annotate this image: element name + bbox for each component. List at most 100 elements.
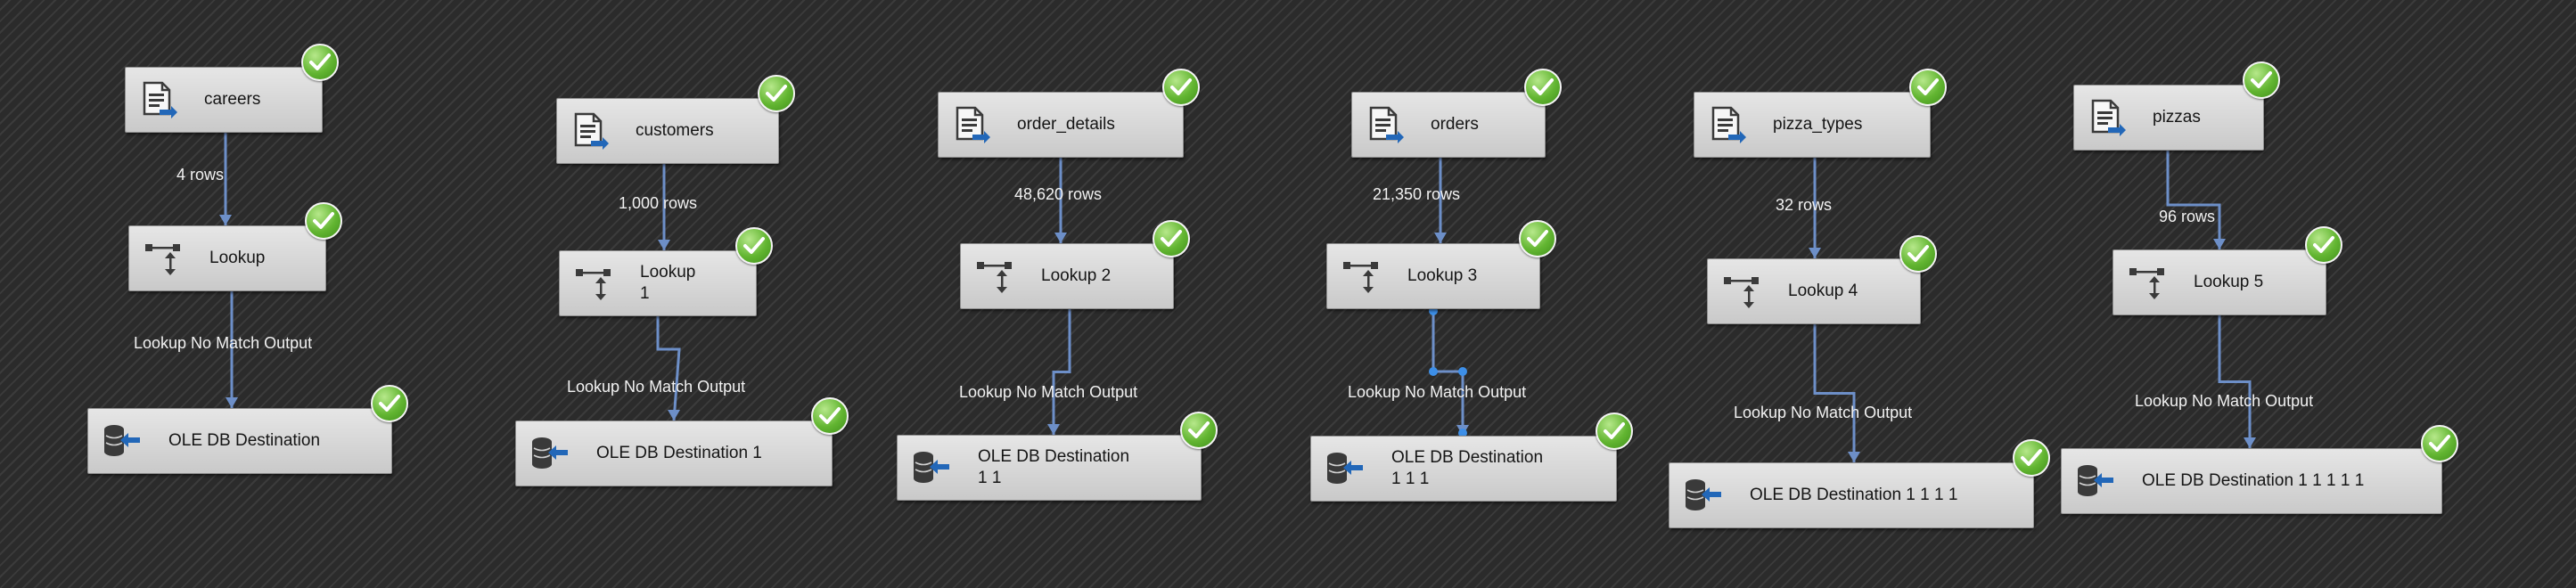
data-path-source-to-lookup-arrowhead bbox=[1434, 233, 1447, 243]
ole-db-destination-icon bbox=[912, 448, 951, 487]
lookup-transform-0[interactable]: Lookup bbox=[128, 225, 326, 291]
flat-file-source-4[interactable]: pizza_types bbox=[1694, 92, 1931, 158]
flat-file-source-0-label: careers bbox=[204, 89, 260, 110]
connector-handle[interactable] bbox=[1458, 429, 1467, 437]
success-check-icon bbox=[2243, 61, 2280, 99]
success-check-icon bbox=[2013, 439, 2050, 477]
no-match-output-label: Lookup No Match Output bbox=[1734, 404, 1913, 421]
success-check-icon bbox=[1162, 69, 1200, 106]
connector-handle[interactable] bbox=[1458, 367, 1467, 376]
flat-file-source-icon bbox=[1709, 105, 1748, 144]
lookup-transform-2[interactable]: Lookup 2 bbox=[960, 243, 1174, 309]
lookup-transform-3[interactable]: Lookup 3 bbox=[1326, 243, 1540, 309]
success-check-icon bbox=[811, 397, 849, 435]
success-check-icon bbox=[758, 75, 795, 112]
lookup-transform-3-label: Lookup 3 bbox=[1407, 265, 1477, 287]
lookup-transform-5[interactable]: Lookup 5 bbox=[2112, 249, 2326, 315]
data-path-source-to-lookup-arrowhead bbox=[2213, 239, 2226, 249]
success-check-icon bbox=[1519, 220, 1556, 257]
flat-file-source-icon bbox=[2088, 98, 2128, 137]
success-check-icon bbox=[371, 385, 408, 422]
data-path-lookup-to-destination-arrowhead bbox=[1848, 452, 1860, 462]
flat-file-source-2[interactable]: order_details bbox=[938, 92, 1184, 158]
data-path-lookup-to-destination-arrowhead bbox=[1047, 424, 1060, 435]
data-path-source-to-lookup[interactable] bbox=[2166, 151, 2221, 249]
data-path-source-to-lookup-arrowhead bbox=[1054, 233, 1067, 243]
row-count-label: 4 rows bbox=[176, 166, 225, 184]
lookup-transform-5-label: Lookup 5 bbox=[2194, 272, 2263, 293]
data-path-source-to-lookup-arrowhead bbox=[219, 215, 232, 225]
flat-file-source-5-label: pizzas bbox=[2153, 107, 2201, 128]
data-path-lookup-to-destination[interactable] bbox=[1052, 309, 1071, 435]
row-count-label: 96 rows bbox=[2159, 208, 2216, 225]
lookup-transform-1-label: Lookup 1 bbox=[640, 262, 695, 305]
ole-db-destination-5[interactable]: OLE DB Destination 1 1 1 1 1 bbox=[2061, 448, 2442, 514]
lookup-transform-1[interactable]: Lookup 1 bbox=[559, 250, 757, 316]
flat-file-source-0-label-text: careers bbox=[204, 90, 261, 109]
flat-file-source-icon bbox=[1366, 105, 1406, 144]
lookup-transform-4-label: Lookup 4 bbox=[1788, 281, 1858, 302]
ole-db-destination-4[interactable]: OLE DB Destination 1 1 1 1 bbox=[1669, 462, 2034, 528]
success-check-icon bbox=[1153, 220, 1190, 257]
flat-file-source-1[interactable]: customers bbox=[556, 98, 779, 164]
flat-file-source-0[interactable]: careers bbox=[125, 67, 323, 133]
ole-db-destination-4-label: OLE DB Destination 1 1 1 1 bbox=[1750, 485, 1957, 506]
ole-db-destination-icon bbox=[103, 421, 142, 461]
no-match-output-label: Lookup No Match Output bbox=[134, 334, 313, 352]
ole-db-destination-1[interactable]: OLE DB Destination 1 bbox=[515, 421, 833, 486]
ole-db-destination-2-label-line2: 1 1 bbox=[978, 469, 1002, 487]
ole-db-destination-icon bbox=[2076, 461, 2115, 501]
no-match-output-label: Lookup No Match Output bbox=[959, 383, 1138, 401]
flat-file-source-5-label-text: pizzas bbox=[2153, 108, 2201, 127]
success-check-icon bbox=[305, 202, 342, 240]
flat-file-source-3[interactable]: orders bbox=[1351, 92, 1546, 158]
data-path-lookup-to-destination[interactable] bbox=[2218, 315, 2252, 448]
success-check-icon bbox=[2305, 226, 2342, 264]
lookup-icon bbox=[144, 239, 183, 278]
row-count-label: 1,000 rows bbox=[619, 194, 698, 212]
ole-db-destination-0[interactable]: OLE DB Destination bbox=[87, 408, 392, 474]
success-check-icon bbox=[301, 44, 339, 81]
data-path-lookup-to-destination[interactable] bbox=[1813, 324, 1856, 462]
success-check-icon bbox=[1909, 69, 1947, 106]
flat-file-source-2-label: order_details bbox=[1017, 114, 1115, 135]
data-path-lookup-to-destination-arrowhead bbox=[2244, 437, 2256, 448]
success-check-icon bbox=[1524, 69, 1562, 106]
success-check-icon bbox=[1596, 412, 1633, 450]
no-match-output-label: Lookup No Match Output bbox=[567, 378, 746, 396]
flat-file-source-icon bbox=[140, 80, 179, 119]
data-path-lookup-to-destination[interactable] bbox=[1432, 309, 1464, 436]
ole-db-destination-5-label: OLE DB Destination 1 1 1 1 1 bbox=[2142, 470, 2364, 492]
flat-file-source-icon bbox=[571, 111, 611, 151]
lookup-transform-0-label: Lookup bbox=[209, 248, 265, 269]
lookup-transform-2-label-text: Lookup 2 bbox=[1041, 266, 1112, 285]
ole-db-destination-2-label-text: OLE DB Destination bbox=[978, 447, 1130, 466]
lookup-icon bbox=[1341, 257, 1381, 296]
connector-handle[interactable] bbox=[1429, 367, 1438, 376]
flat-file-source-4-label: pizza_types bbox=[1773, 114, 1862, 135]
ole-db-destination-3-label-text: OLE DB Destination bbox=[1391, 448, 1544, 467]
lookup-transform-2-label: Lookup 2 bbox=[1041, 265, 1111, 287]
row-count-label: 32 rows bbox=[1776, 196, 1833, 214]
flat-file-source-5[interactable]: pizzas bbox=[2073, 85, 2264, 151]
ole-db-destination-2[interactable]: OLE DB Destination 1 1 bbox=[897, 435, 1202, 501]
data-path-lookup-to-destination[interactable] bbox=[656, 316, 681, 421]
data-path-lookup-to-destination-arrowhead bbox=[668, 410, 680, 421]
ole-db-destination-icon bbox=[530, 434, 570, 473]
data-path-lookup-to-destination-arrowhead bbox=[226, 397, 238, 408]
lookup-transform-1-label-text: Lookup bbox=[640, 263, 696, 282]
no-match-output-label: Lookup No Match Output bbox=[1348, 383, 1527, 401]
lookup-transform-5-label-text: Lookup 5 bbox=[2194, 273, 2264, 291]
row-count-label: 21,350 rows bbox=[1373, 185, 1461, 203]
lookup-transform-1-label-line2: 1 bbox=[640, 284, 650, 303]
flat-file-source-1-label: customers bbox=[636, 120, 714, 142]
ole-db-destination-1-label: OLE DB Destination 1 bbox=[596, 443, 762, 464]
ole-db-destination-1-label-text: OLE DB Destination 1 bbox=[596, 444, 762, 462]
row-count-label: 48,620 rows bbox=[1014, 185, 1103, 203]
ole-db-destination-2-label: OLE DB Destination 1 1 bbox=[978, 446, 1129, 489]
lookup-transform-4[interactable]: Lookup 4 bbox=[1707, 258, 1921, 324]
ole-db-destination-0-label: OLE DB Destination bbox=[168, 430, 320, 452]
